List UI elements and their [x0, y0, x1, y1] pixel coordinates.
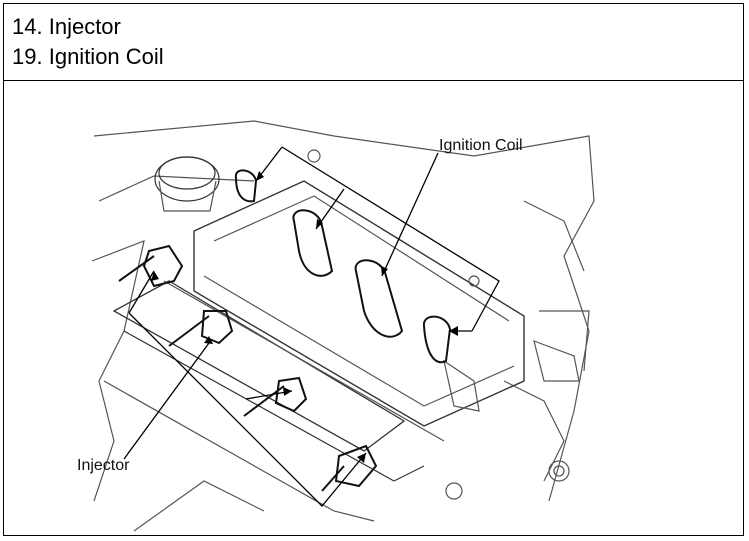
- ignition-coil-callout: Ignition Coil: [439, 137, 523, 154]
- legend-item-ignition-coil: 19. Ignition Coil: [12, 42, 743, 72]
- injectors: [118, 244, 378, 492]
- legend-item-injector: 14. Injector: [12, 12, 743, 42]
- engine-illustration: Ignition Coil Injector: [4, 81, 743, 537]
- diagram-frame: 14. Injector 19. Ignition Coil: [3, 3, 744, 536]
- injector-callout: Injector: [77, 457, 130, 474]
- ignition-coils: [234, 169, 452, 364]
- ignition-coil-leaders: [255, 146, 500, 332]
- legend-name: Ignition Coil: [48, 44, 164, 69]
- legend-name: Injector: [48, 14, 121, 39]
- legend-number: 19.: [12, 44, 43, 69]
- engine-outline: [91, 120, 595, 532]
- legend-number: 14.: [12, 14, 43, 39]
- engine-drawing: [91, 120, 595, 532]
- injector-arrowheads: [151, 271, 366, 463]
- parts-legend: 14. Injector 19. Ignition Coil: [4, 4, 743, 81]
- injector-leaders: [123, 270, 367, 507]
- ignition-coil-arrowheads: [256, 171, 458, 336]
